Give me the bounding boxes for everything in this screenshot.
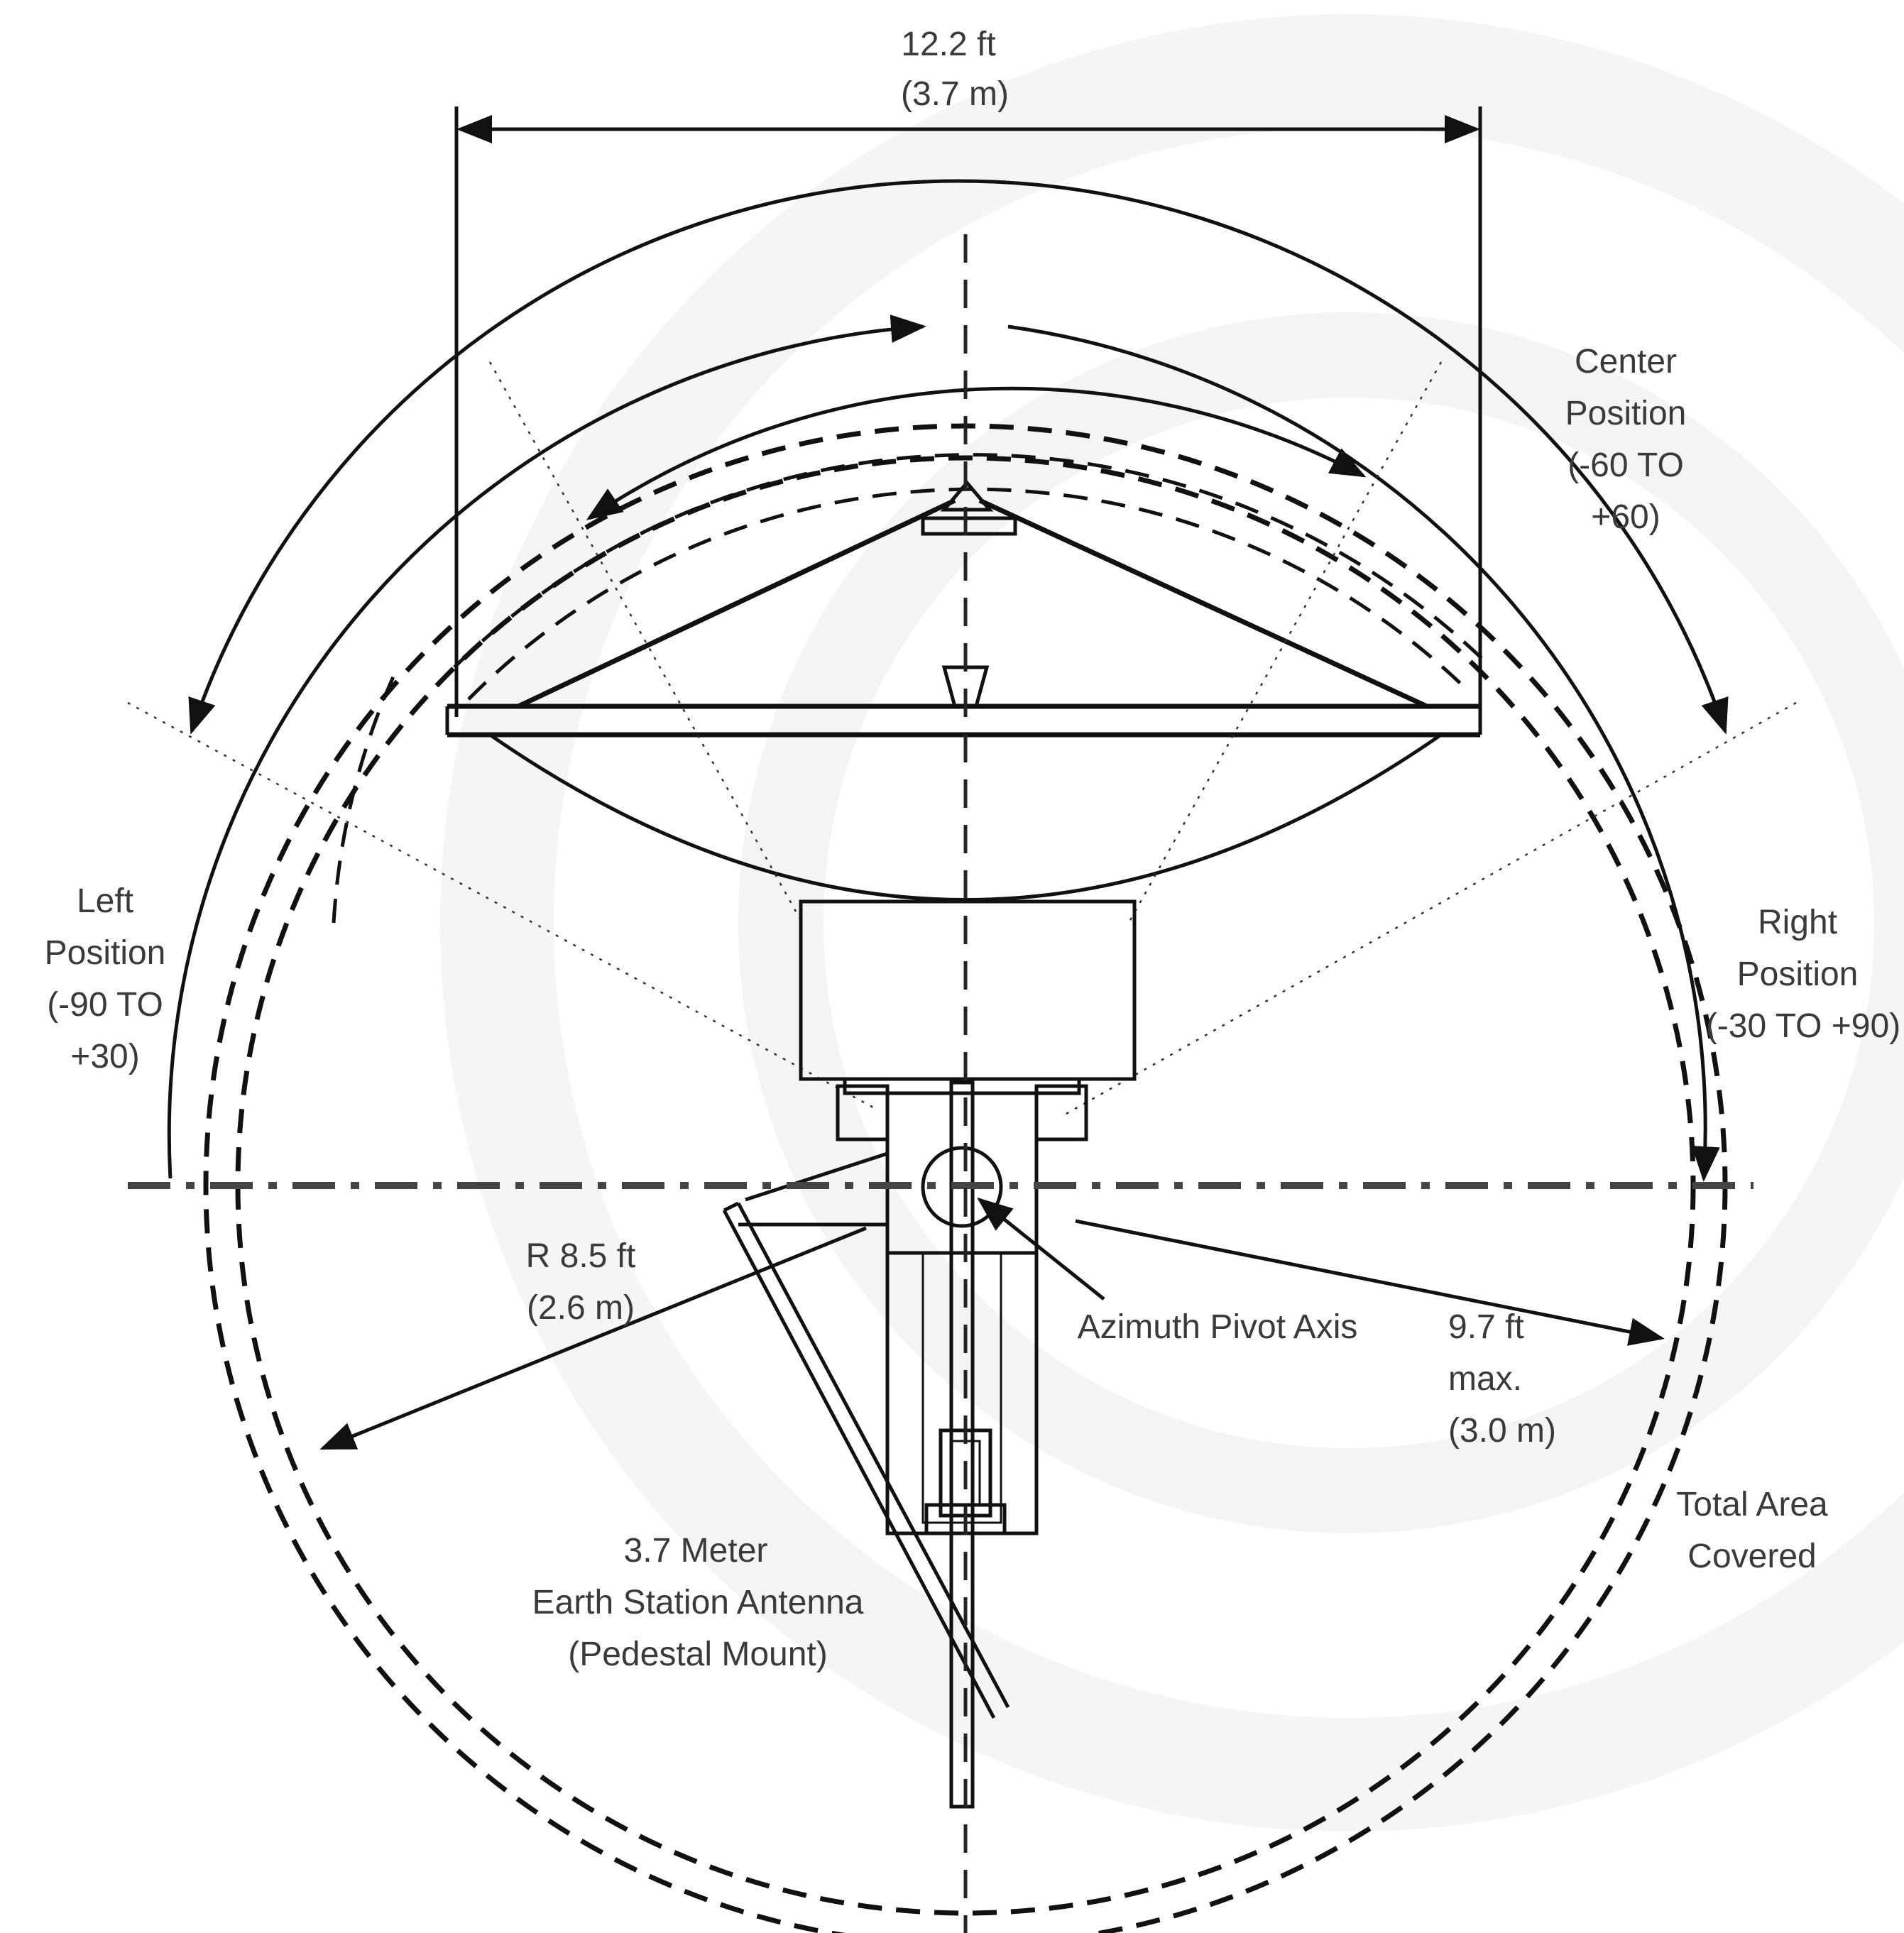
width-m-label: (3.7 m) [901, 75, 1009, 113]
right-position-label: Right Position (-30 TO +90) [1706, 904, 1900, 1045]
svg-text:3.7 Meter: 3.7 Meter [624, 1532, 768, 1570]
dish-ghost-outlines [332, 453, 1485, 924]
svg-text:Position: Position [1737, 955, 1859, 993]
total-area-label: Total Area Covered [1676, 1486, 1828, 1575]
center-position-label: Center Position (-60 TO +60) [1565, 343, 1687, 536]
svg-text:+30): +30) [70, 1038, 139, 1075]
svg-text:(-60 TO: (-60 TO [1567, 447, 1684, 484]
svg-text:Earth Station Antenna: Earth Station Antenna [532, 1584, 863, 1621]
svg-text:max.: max. [1448, 1360, 1522, 1398]
antenna-label: 3.7 Meter Earth Station Antenna (Pedesta… [532, 1532, 863, 1673]
width-label: 12.2 ft (3.7 m) [901, 26, 1009, 113]
leader-lines [319, 1197, 1665, 1450]
svg-text:(2.6 m): (2.6 m) [527, 1289, 635, 1327]
svg-text:9.7 ft: 9.7 ft [1448, 1308, 1524, 1346]
azimuth-pivot-label: Azimuth Pivot Axis [1078, 1308, 1358, 1346]
radius-label: R 8.5 ft (2.6 m) [526, 1237, 636, 1327]
width-ft-label: 12.2 ft [901, 26, 995, 63]
svg-text:Position: Position [1565, 395, 1687, 432]
svg-text:+60): +60) [1591, 498, 1660, 536]
max-reach-label: 9.7 ft max. (3.0 m) [1448, 1308, 1556, 1450]
svg-text:(-30 TO +90): (-30 TO +90) [1706, 1007, 1900, 1045]
pedestal-mount [722, 899, 1137, 1809]
svg-text:Right: Right [1758, 904, 1837, 941]
sight-lines [127, 361, 1797, 1116]
svg-text:Covered: Covered [1687, 1538, 1816, 1575]
background-watermark [440, 14, 1904, 1831]
left-position-label: Left Position (-90 TO +30) [45, 882, 166, 1075]
width-dimension [454, 106, 1482, 717]
svg-text:R 8.5 ft: R 8.5 ft [526, 1237, 636, 1275]
svg-text:Total Area: Total Area [1676, 1486, 1828, 1523]
svg-text:(-90 TO: (-90 TO [47, 986, 163, 1024]
svg-text:Center: Center [1575, 343, 1677, 380]
svg-text:Position: Position [45, 934, 166, 972]
svg-text:(3.0 m): (3.0 m) [1448, 1412, 1556, 1450]
svg-text:(Pedestal Mount): (Pedestal Mount) [568, 1636, 828, 1673]
svg-text:Left: Left [77, 882, 133, 920]
rotation-arcs [167, 179, 1729, 1182]
